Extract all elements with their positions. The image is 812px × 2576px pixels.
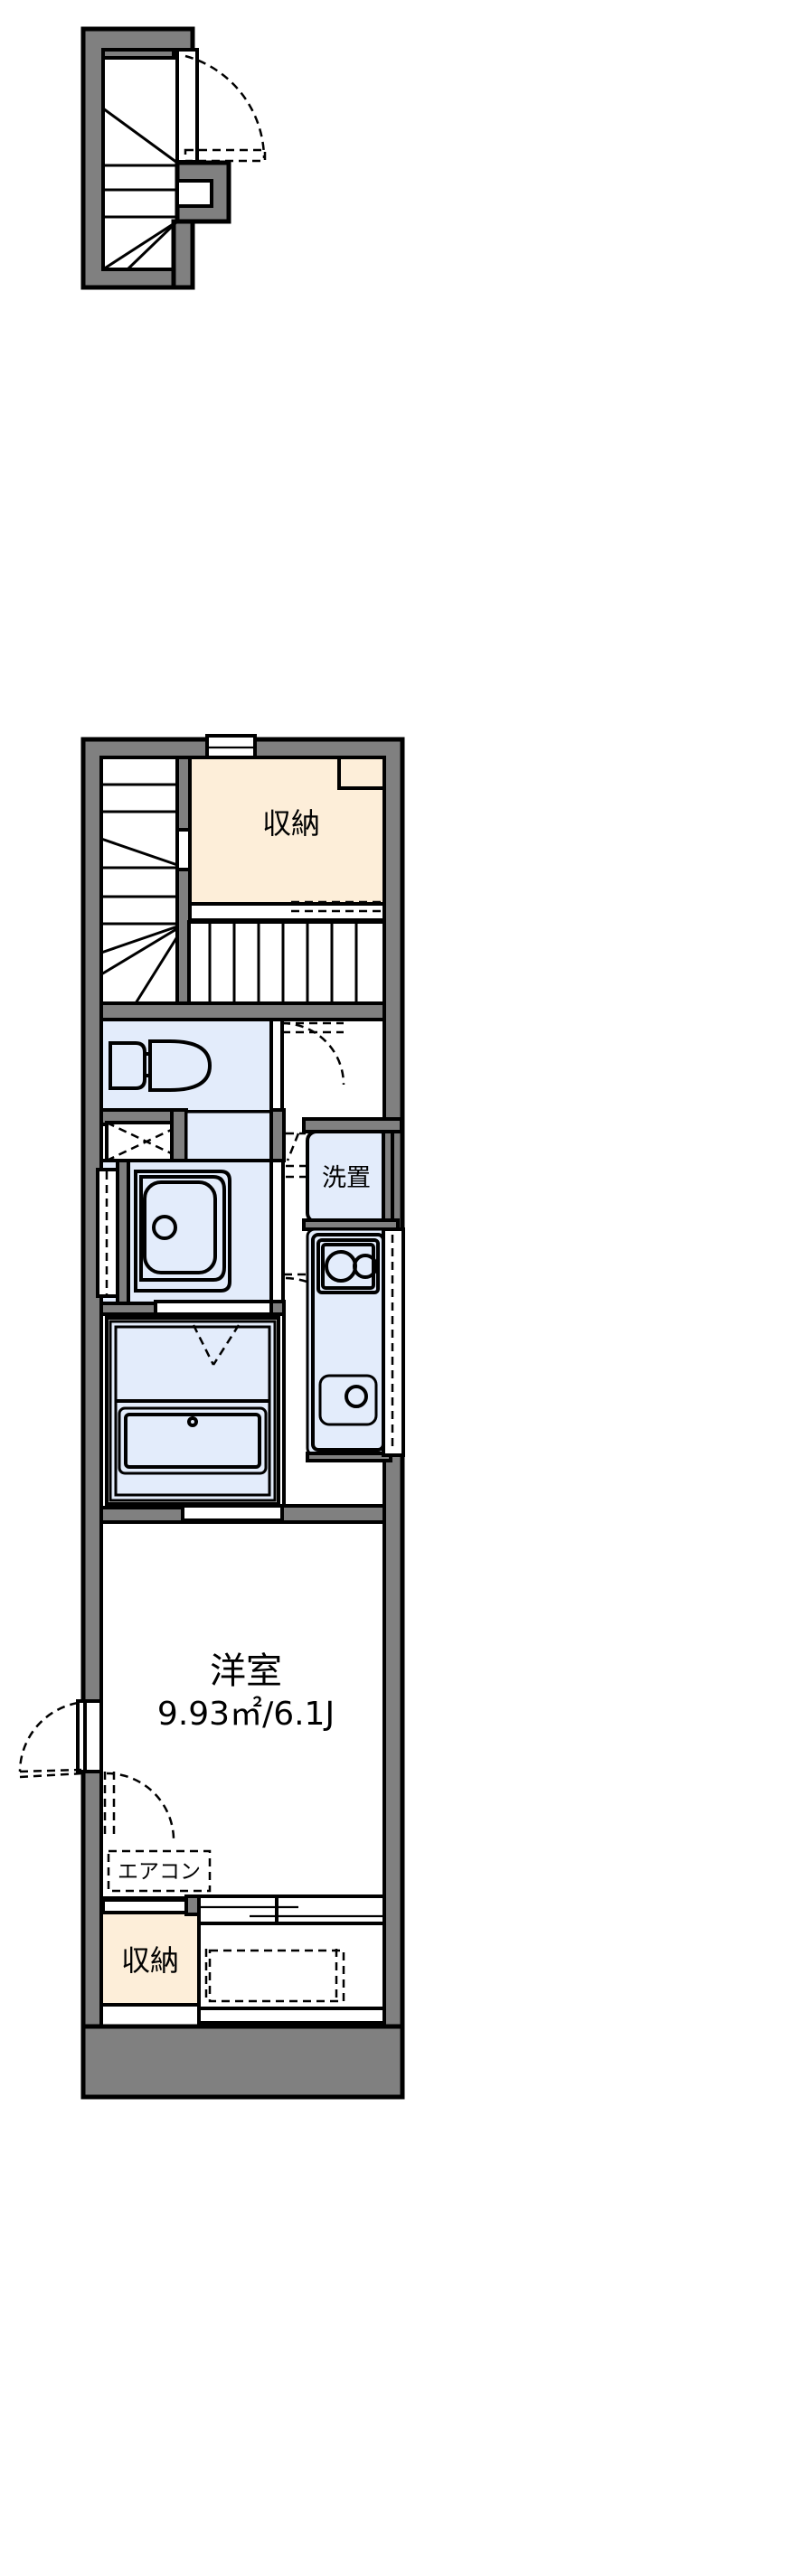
entrance-door[interactable] — [18, 1699, 103, 1779]
room-kitchen[interactable] — [302, 1218, 405, 1462]
washer-space-text: 洗置 — [322, 1164, 371, 1192]
main-room-text: 洋室 — [210, 1650, 282, 1692]
main-room-area-text: 9.93㎡/6.1J — [157, 1695, 335, 1733]
bath-door-icon — [192, 1324, 241, 1366]
air-conditioner-text: エアコン — [118, 1860, 201, 1884]
room-storage-lower[interactable]: 収納 — [99, 1894, 201, 2007]
vanity-window — [96, 1168, 119, 1298]
building-bottom-wall — [80, 2024, 405, 2100]
staircase — [99, 756, 192, 1005]
room-vanity[interactable] — [96, 1159, 285, 1307]
main-plan: 収納 — [18, 734, 405, 2100]
main-room-labels: 洋室 9.93㎡/6.1J — [157, 1650, 335, 1733]
washbasin-icon — [134, 1170, 231, 1293]
toilet-icon — [109, 1039, 212, 1092]
loft-stair-well — [101, 48, 181, 271]
storage-upper-threshold — [291, 900, 384, 913]
bathtub-icon — [116, 1399, 269, 1475]
room-storage-upper[interactable] — [187, 756, 386, 906]
vanity-upper-divider — [99, 1108, 286, 1162]
loft-plan — [80, 26, 267, 290]
storage-upper-text: 収納 — [262, 806, 320, 841]
top-window — [205, 734, 257, 761]
room-washer-space[interactable]: 洗置 — [302, 1117, 403, 1224]
entrance-inner-swing — [103, 1772, 175, 1839]
sink-icon — [318, 1374, 378, 1426]
loft-door-swing — [184, 54, 267, 163]
room-bath[interactable] — [99, 1300, 286, 1509]
stairs-bottom-wall — [99, 1001, 386, 1021]
staircase-lower-run — [187, 918, 386, 1005]
room-toilet[interactable] — [99, 1018, 284, 1114]
loft-stair-treads — [102, 107, 179, 271]
loft-landing — [101, 48, 175, 60]
storage-upper-label: 収納 — [262, 806, 320, 841]
storage-lower-text: 収納 — [121, 1943, 179, 1978]
kitchen-window — [382, 1227, 405, 1457]
washer-dashed-link — [286, 1132, 306, 1161]
air-conditioner: エアコン — [107, 1849, 212, 1893]
toilet-door-swing — [281, 1021, 345, 1086]
balcony-sliding-door[interactable] — [197, 1894, 386, 2026]
loft-door-opening — [175, 48, 199, 164]
loft-lower-wall-stub — [171, 219, 195, 290]
stove-icon — [316, 1238, 380, 1294]
loft-partition-wall — [175, 160, 231, 224]
